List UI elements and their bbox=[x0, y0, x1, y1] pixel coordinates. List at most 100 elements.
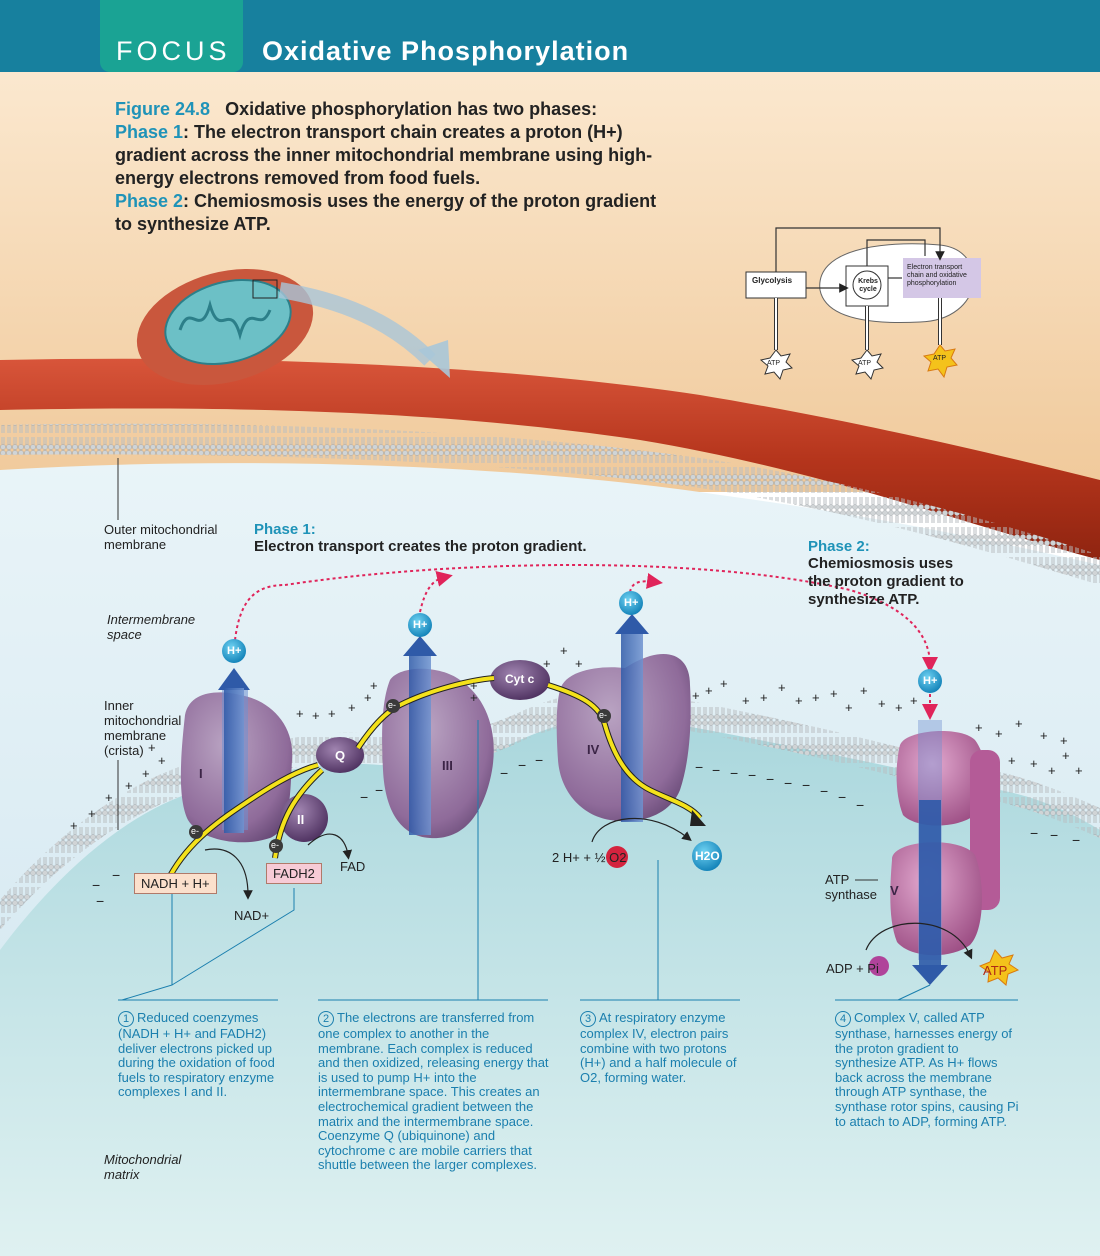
intermembrane-space-label: Intermembrane space bbox=[107, 612, 196, 642]
overview-atp-2: ATP bbox=[858, 360, 872, 367]
overview-atp-1: ATP bbox=[767, 360, 781, 367]
svg-text:−: − bbox=[820, 783, 828, 799]
svg-text:+: + bbox=[470, 690, 478, 705]
svg-text:+: + bbox=[88, 806, 96, 821]
svg-text:+: + bbox=[795, 693, 803, 708]
svg-text:−: − bbox=[730, 765, 738, 781]
svg-text:−: − bbox=[784, 775, 792, 791]
electron-label-1: e- bbox=[191, 826, 200, 836]
svg-text:+: + bbox=[560, 643, 568, 658]
svg-text:+: + bbox=[1075, 763, 1083, 778]
svg-text:−: − bbox=[712, 762, 720, 778]
svg-text:+: + bbox=[1015, 716, 1023, 731]
figure-caption: Figure 24.8 Oxidative phosphorylation ha… bbox=[115, 98, 675, 236]
svg-text:+: + bbox=[975, 720, 983, 735]
page-title: Oxidative Phosphorylation bbox=[262, 36, 630, 66]
figure-number: Figure 24.8 bbox=[115, 99, 211, 119]
proton-label-3: H+ bbox=[624, 597, 639, 609]
fadh2-box: FADH2 bbox=[266, 863, 322, 884]
svg-text:+: + bbox=[312, 708, 320, 723]
step-4-number: 4 bbox=[835, 1011, 851, 1027]
svg-text:+: + bbox=[895, 700, 903, 715]
svg-text:+: + bbox=[1040, 728, 1048, 743]
svg-text:−: − bbox=[500, 765, 508, 781]
svg-text:−: − bbox=[856, 797, 864, 813]
coenzyme-q-label: Q bbox=[335, 748, 346, 763]
svg-text:+: + bbox=[370, 678, 378, 693]
svg-text:+: + bbox=[705, 683, 713, 698]
step-1-text: Reduced coenzymes (NADH + H+ and FADH2) … bbox=[118, 1010, 275, 1100]
svg-text:−: − bbox=[535, 752, 543, 768]
svg-text:+: + bbox=[348, 700, 356, 715]
svg-text:−: − bbox=[1050, 827, 1058, 843]
adp-pi-label: ADP + Pi bbox=[826, 961, 879, 976]
svg-text:−: − bbox=[518, 757, 526, 773]
step-3-text: At respiratory enzyme complex IV, electr… bbox=[580, 1010, 737, 1085]
svg-text:+: + bbox=[70, 818, 78, 833]
svg-text:+: + bbox=[995, 726, 1003, 741]
svg-text:+: + bbox=[760, 690, 768, 705]
svg-text:−: − bbox=[96, 893, 104, 909]
svg-text:+: + bbox=[742, 693, 750, 708]
overview-atp-3: ATP bbox=[933, 355, 947, 362]
complex-ii-label: II bbox=[297, 812, 305, 827]
water-label: H2O bbox=[695, 849, 720, 863]
svg-text:+: + bbox=[778, 680, 786, 695]
inner-membrane-label: Inner mitochondrial membrane (crista) bbox=[104, 698, 182, 758]
step-4-text: Complex V, called ATP synthase, harnesse… bbox=[835, 1010, 1019, 1129]
nadh-box: NADH + H+ bbox=[134, 873, 217, 894]
electron-label-3: e- bbox=[388, 700, 397, 710]
complex-i-label: I bbox=[199, 766, 203, 781]
phase2-heading: Phase 2: bbox=[808, 538, 870, 555]
focus-tab bbox=[100, 0, 243, 72]
svg-text:−: − bbox=[766, 771, 774, 787]
cytochrome-c-label: Cyt c bbox=[505, 672, 535, 686]
svg-text:−: − bbox=[838, 789, 846, 805]
svg-text:+: + bbox=[105, 790, 113, 805]
overview-etc: Electron transport chain and oxidative p… bbox=[907, 264, 967, 287]
proton-label-2: H+ bbox=[413, 619, 428, 631]
svg-text:+: + bbox=[470, 678, 478, 693]
svg-text:+: + bbox=[692, 688, 700, 703]
svg-text:+: + bbox=[1060, 733, 1068, 748]
atp-synthase-label: ATP synthase bbox=[825, 872, 878, 902]
svg-text:+: + bbox=[830, 686, 838, 701]
svg-text:−: − bbox=[1030, 825, 1038, 841]
step-2-text: The electrons are transferred from one c… bbox=[318, 1010, 549, 1173]
svg-text:+: + bbox=[543, 656, 551, 671]
caption-intro: Oxidative phosphorylation has two phases… bbox=[225, 99, 598, 119]
nad-label: NAD+ bbox=[234, 908, 270, 923]
svg-text:−: − bbox=[92, 877, 100, 893]
svg-text:+: + bbox=[364, 690, 372, 705]
svg-text:+: + bbox=[148, 740, 156, 755]
fad-label: FAD bbox=[340, 859, 366, 874]
step-3-number: 3 bbox=[580, 1011, 596, 1027]
step-2-number: 2 bbox=[318, 1011, 334, 1027]
svg-text:+: + bbox=[1008, 753, 1016, 768]
caption-phase2-label: Phase 2 bbox=[115, 191, 184, 211]
svg-text:−: − bbox=[802, 777, 810, 793]
proton-label-4: H+ bbox=[923, 675, 938, 687]
svg-text:+: + bbox=[878, 696, 886, 711]
complex-iii-label: III bbox=[442, 758, 453, 773]
svg-text:−: − bbox=[695, 759, 703, 775]
proton-label-1: H+ bbox=[227, 645, 242, 657]
phase1-heading: Phase 1: bbox=[254, 521, 316, 538]
svg-text:+: + bbox=[296, 706, 304, 721]
caption-phase1-label: Phase 1 bbox=[115, 122, 184, 142]
focus-label: FOCUS bbox=[116, 36, 231, 66]
step-1-number: 1 bbox=[118, 1011, 134, 1027]
svg-text:+: + bbox=[1062, 748, 1070, 763]
svg-text:+: + bbox=[1030, 756, 1038, 771]
complex-v-label: V bbox=[890, 883, 899, 898]
svg-text:−: − bbox=[748, 767, 756, 783]
svg-text:+: + bbox=[845, 700, 853, 715]
electron-label-4: e- bbox=[599, 710, 608, 720]
electron-label-2: e- bbox=[271, 840, 280, 850]
phase1-description: Electron transport creates the proton gr… bbox=[254, 538, 587, 555]
svg-text:+: + bbox=[910, 693, 918, 708]
svg-text:−: − bbox=[1072, 832, 1080, 848]
